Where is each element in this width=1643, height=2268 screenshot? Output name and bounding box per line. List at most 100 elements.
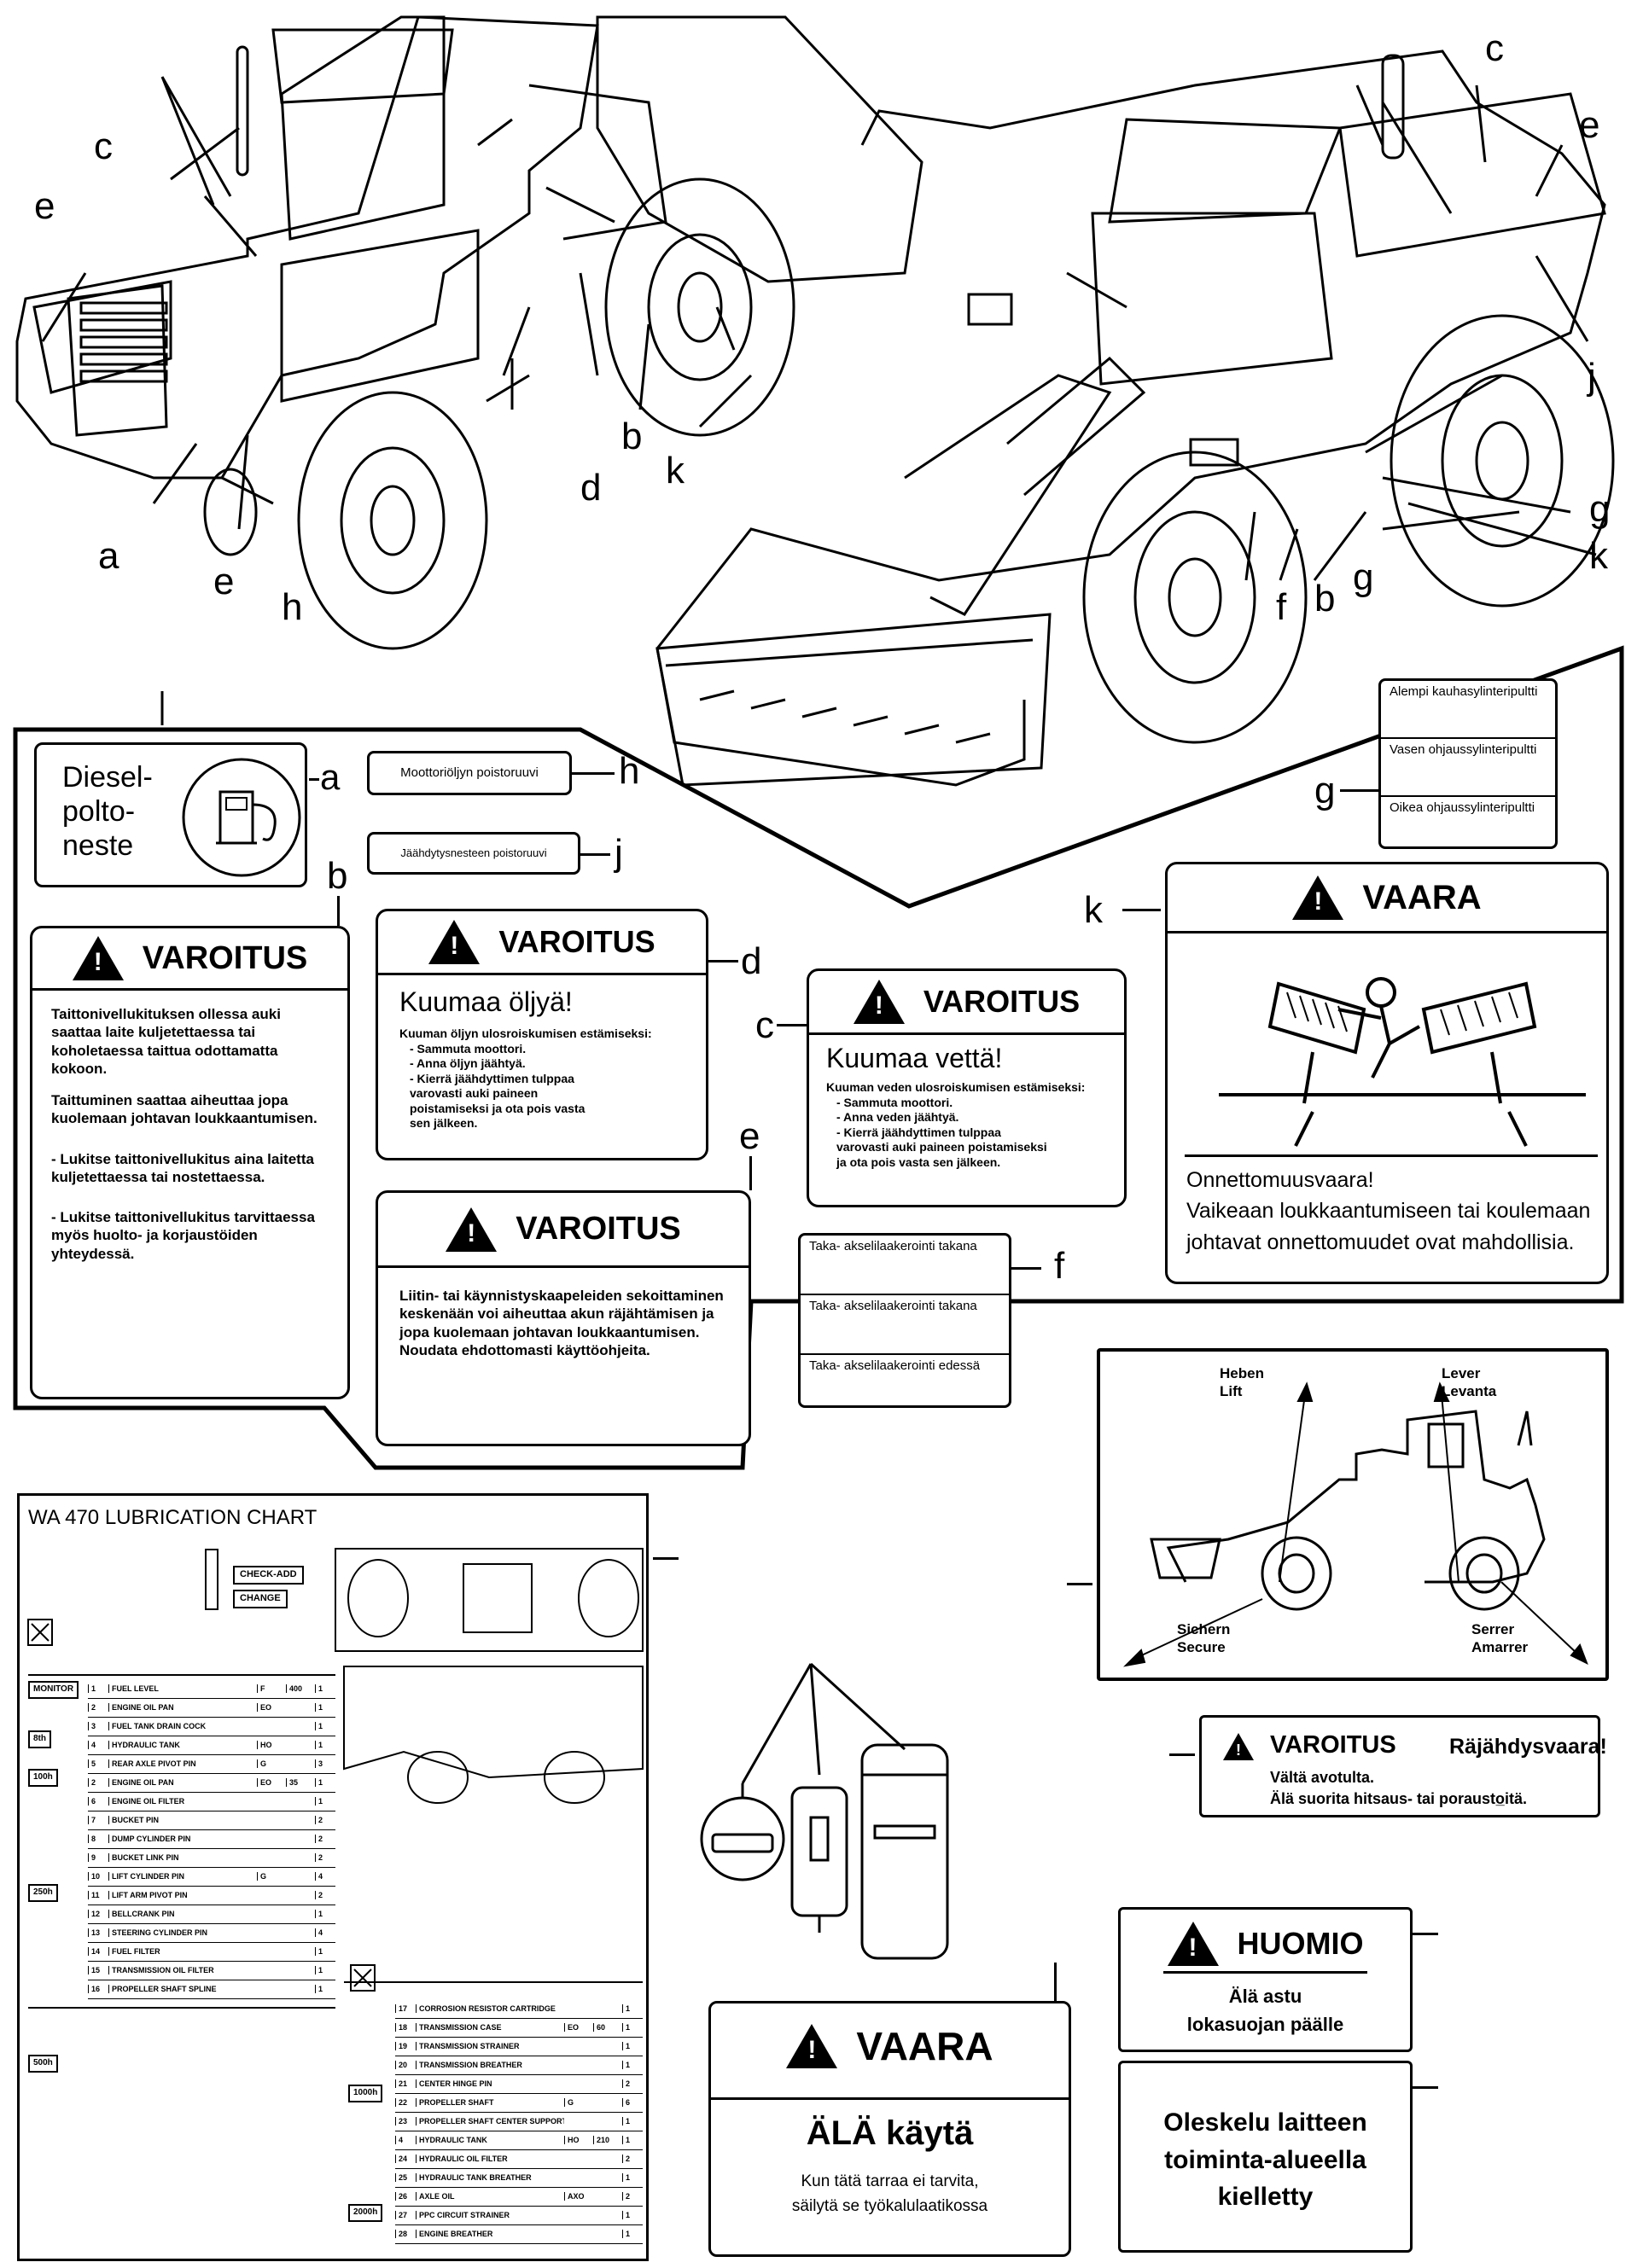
lube-cell-q: 1: [315, 1741, 335, 1749]
huomio-title: HUOMIO: [1237, 1926, 1364, 1961]
lube-chart-title: WA 470 LUBRICATION CHART: [28, 1506, 318, 1529]
callout-letter-e-r: e: [1579, 104, 1600, 146]
lube-cell-item: BUCKET PIN: [108, 1816, 257, 1824]
label-c-title: VAROITUS: [923, 984, 1081, 1019]
lube-cell-q: 4: [315, 1872, 335, 1881]
lube-cell-item: HYDRAULIC TANK: [108, 1741, 257, 1749]
lube-cell-no: 28: [395, 2230, 416, 2238]
lube-cell-no: 13: [88, 1928, 108, 1937]
label-h-letter: h: [619, 750, 640, 792]
lube-cell-no: 2: [88, 1703, 108, 1712]
lube-cell-no: 4: [395, 2136, 416, 2144]
label-pin-list-g: Alempi kauhasylinteripultti Vasen ohjaus…: [1378, 678, 1558, 849]
label-c-header: ! VAROITUS: [809, 971, 1124, 1035]
lubrication-chart: WA 470 LUBRICATION CHART CHECK-ADD CHANG…: [17, 1493, 649, 2261]
label-d-item-2: - Anna öljyn jäähtyä.: [410, 1056, 526, 1070]
label-f-letter: f: [1054, 1245, 1065, 1287]
lube-cell-item: ENGINE OIL FILTER: [108, 1797, 257, 1806]
lube-cell-q: 1: [622, 2211, 643, 2219]
huomio-divider: [1163, 1971, 1367, 1974]
vaara-tool-line-2: säilytä se työkalulaatikossa: [791, 2196, 988, 2215]
label-b-para-1: Taittonivellukituksen ollessa auki saatt…: [51, 1006, 281, 1077]
lube-cell-q: 2: [622, 2155, 643, 2163]
label-hot-water-warning: ! VAROITUS Kuumaa vettä! Kuuman veden ul…: [807, 968, 1127, 1207]
vaara-tool-title: VAARA: [856, 2024, 993, 2068]
vaara-tool-divider: [711, 2097, 1069, 2100]
label-lift-points: Heben Lift Lever Levanta Sichern Secure …: [1097, 1348, 1609, 1681]
lube-cell-val: 210: [593, 2136, 622, 2144]
label-b-leader: [337, 896, 340, 926]
interval-monitor: MONITOR: [28, 1681, 79, 1699]
lube-cell-item: TRANSMISSION STRAINER: [416, 2042, 564, 2050]
label-g-row-1: Alempi kauhasylinteripultti: [1381, 681, 1555, 739]
lube-cell-no: 8: [88, 1835, 108, 1843]
warning-triangle-icon: !: [786, 2024, 838, 2068]
lube-cell-code: F: [257, 1684, 286, 1693]
lube-cell-q: 3: [315, 1759, 335, 1768]
lube-cell-no: 18: [395, 2023, 416, 2032]
lube-cell-item: TRANSMISSION OIL FILTER: [108, 1966, 257, 1974]
lube-cell-item: BUCKET LINK PIN: [108, 1853, 257, 1862]
lube-cell-item: TRANSMISSION BREATHER: [416, 2061, 564, 2069]
fuel-pump-icon: [182, 758, 301, 877]
huomio-body: Älä astu lokasuojan päälle: [1121, 1982, 1410, 2038]
lube-cell-item: PROPELLER SHAFT CENTER SUPPORT: [416, 2117, 564, 2126]
callout-letter-d: d: [580, 467, 602, 509]
lube-cell-code: HO: [564, 2136, 593, 2144]
lift-text-levanta: Levanta: [1442, 1383, 1497, 1400]
label-danger-do-not-use: ! VAARA ÄLÄ käytä Kun tätä tarraa ei tar…: [708, 2001, 1071, 2257]
callout-letter-h: h: [282, 586, 303, 628]
lube-cell-no: 20: [395, 2061, 416, 2069]
lube-cell-q: 1: [315, 1910, 335, 1918]
label-g-row-3: Oikea ohjaussylinteripultti: [1390, 800, 1535, 815]
label-b-letter: b: [327, 855, 348, 897]
lube-cell-no: 21: [395, 2079, 416, 2088]
lube-cell-q: 4: [315, 1928, 335, 1937]
lube-cell-q: 2: [622, 2079, 643, 2088]
lift-text-serrer: Serrer: [1471, 1621, 1515, 1637]
label-battery-cable-warning: ! VAROITUS Liitin- tai käynnistyskaapele…: [376, 1190, 751, 1446]
lube-cell-item: PPC CIRCUIT STRAINER: [416, 2211, 564, 2219]
lube-cell-item: DUMP CYLINDER PIN: [108, 1835, 257, 1843]
lube-cell-q: 1: [315, 1797, 335, 1806]
lube-cell-q: 1: [622, 2061, 643, 2069]
lube-cell-q: 1: [622, 2117, 643, 2126]
label-crush-danger: ! VAARA Onnettomuusvaara! Vaikeaan loukk…: [1165, 862, 1609, 1284]
label-d-leader: [708, 960, 738, 962]
label-k-title: VAARA: [1362, 878, 1482, 916]
lube-cell-item: AXLE OIL: [416, 2192, 564, 2201]
lube-cell-item: HYDRAULIC TANK: [416, 2136, 564, 2144]
label-g-row-2: Vasen ohjaussylinteripultti: [1381, 739, 1555, 797]
diesel-line-2: polto-: [62, 795, 136, 829]
lift-label-leader: [1067, 1583, 1092, 1585]
label-diesel-fuel: Diesel- polto- neste: [34, 742, 307, 887]
lube-tag-change: CHANGE: [233, 1590, 288, 1608]
callout-letter-g-r: g: [1589, 488, 1611, 530]
lube-cell-no: 12: [88, 1910, 108, 1918]
lube-cell-q: 2: [315, 1891, 335, 1899]
lift-label-top-right: Lever Levanta: [1442, 1364, 1496, 1401]
label-k-line-1: Onnettomuusvaara!: [1186, 1168, 1374, 1192]
interval-250h: 250h: [28, 1884, 58, 1902]
lube-cell-item: LIFT ARM PIVOT PIN: [108, 1891, 257, 1899]
lube-chart-leader: [653, 1557, 679, 1560]
lube-cell-no: 1: [88, 1684, 108, 1693]
huomio-line-2: lokasuojan päälle: [1186, 2014, 1344, 2035]
label-j-text: Jäähdytysnesteen poistoruuvi: [400, 846, 547, 859]
label-f-row-2: Taka- akselilaakerointi takana: [801, 1295, 1009, 1355]
lube-cell-no: 24: [395, 2155, 416, 2163]
lube-cell-q: 1: [622, 2042, 643, 2050]
label-a-leader: [309, 778, 319, 781]
lube-cell-code: G: [257, 1872, 286, 1881]
label-coolant-drain: Jäähdytysnesteen poistoruuvi: [367, 832, 580, 875]
vaara-tool-line-1: Kun tätä tarraa ei tarvita,: [801, 2172, 979, 2190]
lube-cell-val: 400: [286, 1684, 315, 1693]
callout-letter-a: a: [98, 535, 119, 577]
